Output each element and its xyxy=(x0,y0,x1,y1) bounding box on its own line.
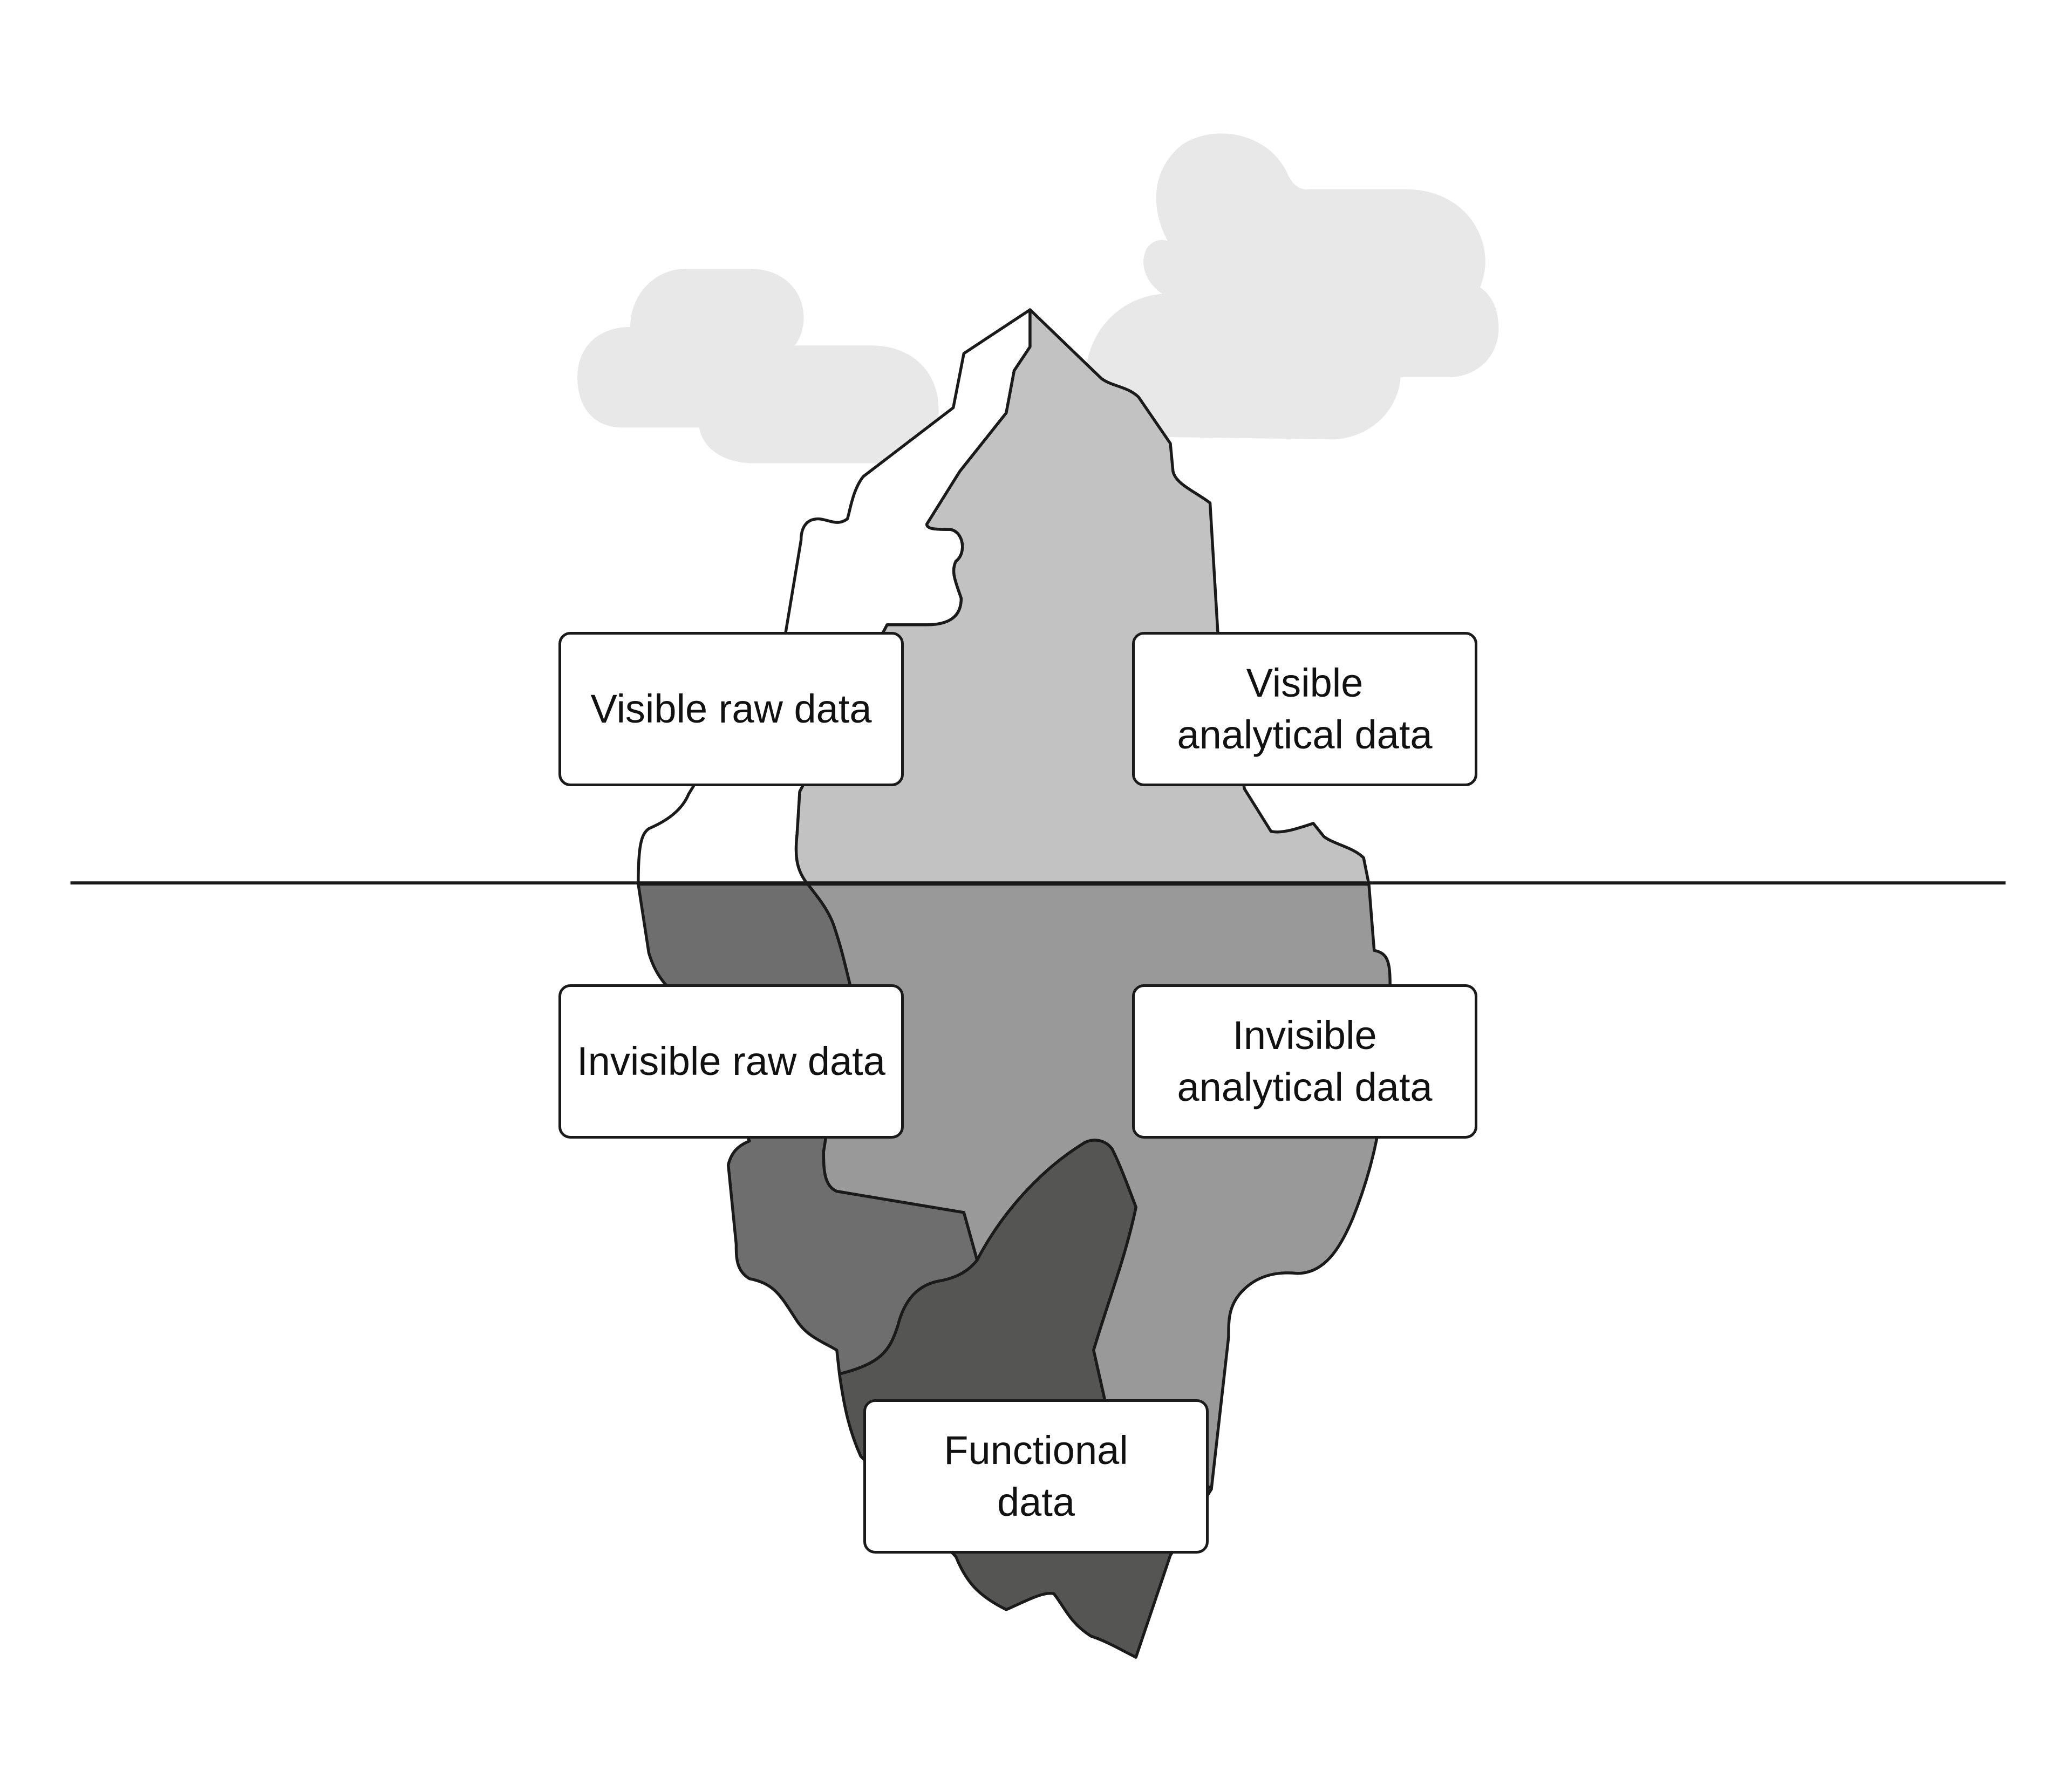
label-visible-raw-data: Visible raw data xyxy=(558,632,904,786)
label-invisible-raw-line-1: Invisible raw data xyxy=(577,1039,885,1084)
label-visible-analytical-line-1: Visible xyxy=(1246,660,1364,705)
label-functional-data: Functional data xyxy=(863,1399,1209,1554)
label-functional-line-2: data xyxy=(997,1480,1075,1524)
label-invisible-analytical-line-2: analytical data xyxy=(1177,1065,1433,1109)
label-visible-raw-line-1: Visible raw data xyxy=(590,686,872,731)
cloud-left xyxy=(577,268,939,464)
label-invisible-analytical-data: Invisible analytical data xyxy=(1132,984,1477,1139)
label-visible-analytical-data: Visible analytical data xyxy=(1132,632,1477,786)
cloud-right xyxy=(1085,133,1499,440)
label-invisible-analytical-line-1: Invisible xyxy=(1232,1013,1377,1058)
label-visible-analytical-line-2: analytical data xyxy=(1177,712,1433,757)
label-invisible-raw-data: Invisible raw data xyxy=(558,984,904,1139)
label-functional-line-1: Functional xyxy=(944,1428,1128,1473)
